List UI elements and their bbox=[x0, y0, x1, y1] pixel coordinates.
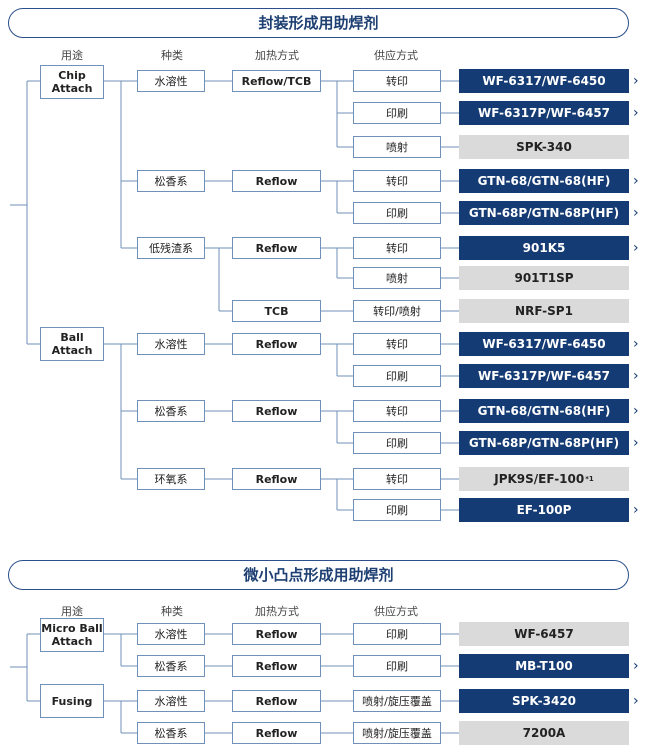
heating-box: Reflow bbox=[232, 623, 321, 645]
product-link[interactable]: WF-6317P/WF-6457 bbox=[459, 101, 629, 125]
product-link[interactable]: WF-6317/WF-6450 bbox=[459, 332, 629, 356]
product-link[interactable]: GTN-68/GTN-68(HF) bbox=[459, 399, 629, 423]
type-box: 水溶性 bbox=[137, 70, 205, 92]
supply-box: 印刷 bbox=[353, 499, 441, 521]
supply-box: 印刷 bbox=[353, 655, 441, 677]
chevron-right-icon[interactable]: › bbox=[633, 435, 639, 451]
usage-micro-ball-attach: Micro Ball Attach bbox=[40, 618, 104, 652]
heating-box: Reflow bbox=[232, 468, 321, 490]
chevron-right-icon[interactable]: › bbox=[633, 205, 639, 221]
supply-box: 喷射 bbox=[353, 136, 441, 158]
heating-box: Reflow/TCB bbox=[232, 70, 321, 92]
product-label: WF-6457 bbox=[459, 622, 629, 646]
product-link[interactable]: WF-6317/WF-6450 bbox=[459, 69, 629, 93]
type-box: 环氧系 bbox=[137, 468, 205, 490]
supply-box: 喷射/旋压覆盖 bbox=[353, 722, 441, 744]
heating-box: Reflow bbox=[232, 237, 321, 259]
supply-box: 转印/喷射 bbox=[353, 300, 441, 322]
section2-title: 微小凸点形成用助焊剂 bbox=[8, 560, 629, 590]
supply-box: 转印 bbox=[353, 333, 441, 355]
product-link[interactable]: MB-T100 bbox=[459, 654, 629, 678]
product-label: NRF-SP1 bbox=[459, 299, 629, 323]
chevron-right-icon[interactable]: › bbox=[633, 502, 639, 518]
product-label: 901T1SP bbox=[459, 266, 629, 290]
type-box: 低残渣系 bbox=[137, 237, 205, 259]
product-link[interactable]: SPK-3420 bbox=[459, 689, 629, 713]
product-name: JPK9S/EF-100 bbox=[494, 472, 585, 486]
heating-box: Reflow bbox=[232, 170, 321, 192]
type-box: 水溶性 bbox=[137, 690, 205, 712]
chevron-right-icon[interactable]: › bbox=[633, 73, 639, 89]
heating-box: Reflow bbox=[232, 333, 321, 355]
supply-box: 转印 bbox=[353, 70, 441, 92]
header-heating-2: 加热方式 bbox=[255, 605, 299, 618]
supply-box: 转印 bbox=[353, 468, 441, 490]
chevron-right-icon[interactable]: › bbox=[633, 403, 639, 419]
usage-fusing: Fusing bbox=[40, 684, 104, 718]
supply-box: 印刷 bbox=[353, 432, 441, 454]
heating-box: Reflow bbox=[232, 722, 321, 744]
type-box: 松香系 bbox=[137, 655, 205, 677]
supply-box: 转印 bbox=[353, 237, 441, 259]
supply-box: 印刷 bbox=[353, 365, 441, 387]
type-box: 松香系 bbox=[137, 722, 205, 744]
heating-box: Reflow bbox=[232, 400, 321, 422]
supply-box: 转印 bbox=[353, 170, 441, 192]
chevron-right-icon[interactable]: › bbox=[633, 658, 639, 674]
heating-box: Reflow bbox=[232, 655, 321, 677]
header-supply-2: 供应方式 bbox=[374, 605, 418, 618]
header-heating: 加热方式 bbox=[255, 49, 299, 62]
supply-box: 喷射/旋压覆盖 bbox=[353, 690, 441, 712]
product-link[interactable]: GTN-68/GTN-68(HF) bbox=[459, 169, 629, 193]
section1-title: 封装形成用助焊剂 bbox=[8, 8, 629, 38]
type-box: 水溶性 bbox=[137, 333, 205, 355]
product-link[interactable]: WF-6317P/WF-6457 bbox=[459, 364, 629, 388]
heating-box: Reflow bbox=[232, 690, 321, 712]
chevron-right-icon[interactable]: › bbox=[633, 105, 639, 121]
type-box: 松香系 bbox=[137, 170, 205, 192]
product-link[interactable]: GTN-68P/GTN-68P(HF) bbox=[459, 201, 629, 225]
type-box: 松香系 bbox=[137, 400, 205, 422]
heating-box: TCB bbox=[232, 300, 321, 322]
usage-chip-attach: Chip Attach bbox=[40, 65, 104, 99]
footnote-marker: *1 bbox=[585, 475, 594, 483]
supply-box: 印刷 bbox=[353, 623, 441, 645]
chevron-right-icon[interactable]: › bbox=[633, 693, 639, 709]
chevron-right-icon[interactable]: › bbox=[633, 173, 639, 189]
product-link[interactable]: EF-100P bbox=[459, 498, 629, 522]
product-link[interactable]: GTN-68P/GTN-68P(HF) bbox=[459, 431, 629, 455]
header-usage: 用途 bbox=[61, 49, 83, 62]
product-label: SPK-340 bbox=[459, 135, 629, 159]
supply-box: 喷射 bbox=[353, 267, 441, 289]
type-box: 水溶性 bbox=[137, 623, 205, 645]
chevron-right-icon[interactable]: › bbox=[633, 368, 639, 384]
chevron-right-icon[interactable]: › bbox=[633, 336, 639, 352]
supply-box: 印刷 bbox=[353, 102, 441, 124]
chevron-right-icon[interactable]: › bbox=[633, 240, 639, 256]
header-type-2: 种类 bbox=[161, 605, 183, 618]
product-link[interactable]: 901K5 bbox=[459, 236, 629, 260]
header-type: 种类 bbox=[161, 49, 183, 62]
usage-ball-attach: Ball Attach bbox=[40, 327, 104, 361]
supply-box: 印刷 bbox=[353, 202, 441, 224]
header-supply: 供应方式 bbox=[374, 49, 418, 62]
header-usage-2: 用途 bbox=[61, 605, 83, 618]
supply-box: 转印 bbox=[353, 400, 441, 422]
product-label: JPK9S/EF-100*1 bbox=[459, 467, 629, 491]
product-label: 7200A bbox=[459, 721, 629, 745]
